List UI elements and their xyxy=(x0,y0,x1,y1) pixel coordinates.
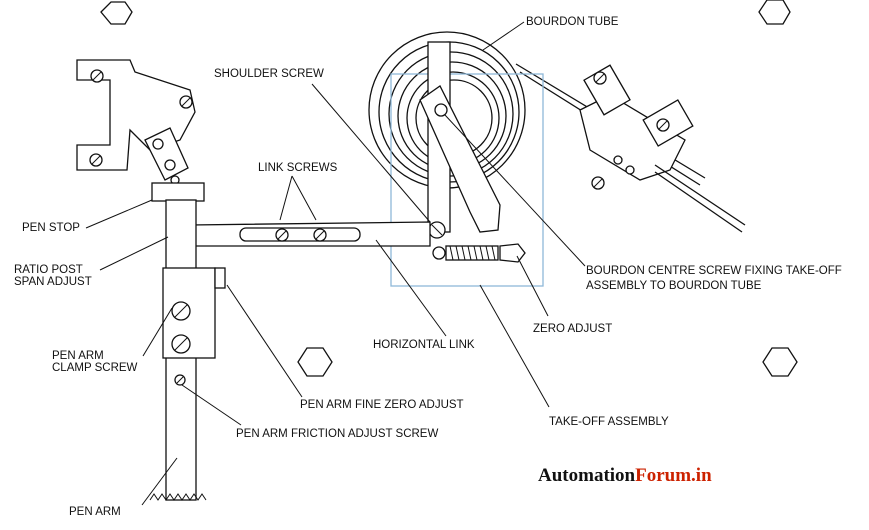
label-span-adjust: SPAN ADJUST xyxy=(14,276,92,288)
label-pen-stop: PEN STOP xyxy=(22,222,80,234)
label-horizontal-link: HORIZONTAL LINK xyxy=(373,339,475,351)
label-bourdon-centre-screw-2: ASSEMBLY TO BOURDON TUBE xyxy=(586,280,762,292)
hex-nut-center xyxy=(297,347,333,377)
label-shoulder-screw: SHOULDER SCREW xyxy=(214,68,324,80)
label-take-off-assembly: TAKE-OFF ASSEMBLY xyxy=(549,416,669,428)
watermark: AutomationForum.in xyxy=(538,465,712,486)
take-off-assembly-box xyxy=(390,73,544,287)
label-bourdon-tube: BOURDON TUBE xyxy=(526,16,619,28)
leader-lines xyxy=(85,21,586,506)
label-zero-adjust: ZERO ADJUST xyxy=(533,323,612,335)
watermark-part2: Forum.in xyxy=(635,465,712,486)
label-pen-arm-clamp-1: PEN ARM xyxy=(52,350,104,362)
hex-nut-top-left xyxy=(100,1,133,25)
pen-arm-assembly xyxy=(149,199,226,501)
label-pen-arm-friction: PEN ARM FRICTION ADJUST SCREW xyxy=(236,428,438,440)
label-pen-arm-fine-zero: PEN ARM FINE ZERO ADJUST xyxy=(300,399,464,411)
hex-nut-top-right xyxy=(758,0,791,25)
label-ratio-post: RATIO POST xyxy=(14,264,83,276)
horizontal-link xyxy=(189,221,431,247)
left-bracket xyxy=(76,59,196,185)
right-mounting-bracket xyxy=(579,64,746,233)
pen-stop xyxy=(151,182,205,202)
label-pen-arm-clamp-2: CLAMP SCREW xyxy=(52,362,138,374)
label-pen-arm: PEN ARM xyxy=(69,506,121,518)
label-link-screws: LINK SCREWS xyxy=(258,162,338,174)
hex-nut-bottom-right xyxy=(762,347,798,377)
take-off-assembly xyxy=(390,41,544,287)
watermark-part1: Automation xyxy=(538,465,636,486)
label-bourdon-centre-screw-1: BOURDON CENTRE SCREW FIXING TAKE-OFF xyxy=(586,265,842,277)
